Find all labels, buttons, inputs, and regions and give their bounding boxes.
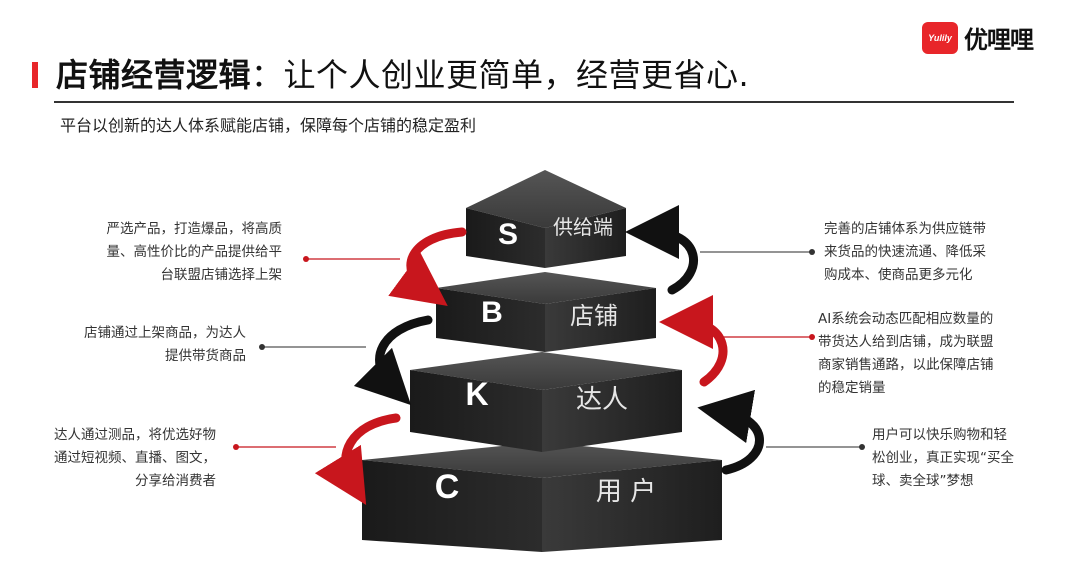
tier-b: B 店铺 xyxy=(436,272,656,352)
tier-b-label: 店铺 xyxy=(570,302,618,330)
title-divider xyxy=(54,101,1014,103)
page-subtitle: 平台以创新的达人体系赋能店铺，保障每个店铺的稳定盈利 xyxy=(60,116,477,135)
arrow-s-to-b-icon xyxy=(388,227,467,306)
tier-k-letter: K xyxy=(465,376,488,412)
note-kol-left: 达人通过测品，将优选好物 通过短视频、直播、图文， 分享给消费者 xyxy=(20,424,216,493)
note-line: 松创业，真正实现“买全 xyxy=(872,450,1014,466)
note-line: 完善的店铺体系为供应链带 xyxy=(824,221,986,237)
tier-s-left xyxy=(466,208,545,268)
tier-k: K 达人 xyxy=(410,352,682,452)
tier-k-right xyxy=(542,370,682,452)
note-line: 严选产品，打造爆品，将高质 xyxy=(106,221,283,237)
tier-k-left xyxy=(410,370,542,452)
tier-c-right xyxy=(542,460,722,552)
tier-b-right xyxy=(545,288,656,352)
logo-text: 优哩哩 xyxy=(964,26,1034,54)
tier-c-letter: C xyxy=(435,468,460,506)
note-line: 台联盟店铺选择上架 xyxy=(160,267,283,283)
note-line: 带货达人给到店铺，成为联盟 xyxy=(818,334,994,350)
tier-b-left xyxy=(436,288,545,352)
note-ai-right: AI系统会动态匹配相应数量的 带货达人给到店铺，成为联盟 商家销售通路，以此保障… xyxy=(818,308,1054,400)
tier-b-top xyxy=(436,272,656,304)
tier-c-left xyxy=(362,460,542,552)
connector-dot xyxy=(233,444,239,450)
title-rest: ：让个人创业更简单，经营更省心. xyxy=(251,56,750,94)
note-line: 通过短视频、直播、图文， xyxy=(54,450,216,466)
connector-dot xyxy=(809,249,815,255)
note-line: 来货品的快速流通、降低采 xyxy=(824,244,986,260)
flow-arrows xyxy=(314,205,764,506)
connector-dot xyxy=(303,256,309,262)
note-line: 球、卖全球”梦想 xyxy=(872,473,974,489)
tier-k-top xyxy=(410,352,682,390)
note-line: 提供带货商品 xyxy=(165,348,246,364)
note-line: 的稳定销量 xyxy=(818,380,886,396)
note-supply-right: 完善的店铺体系为供应链带 来货品的快速流通、降低采 购成本、使商品更多元化 xyxy=(824,218,1034,287)
note-user-right: 用户可以快乐购物和轻 松创业，真正实现“买全 球、卖全球”梦想 xyxy=(872,424,1062,493)
connector-dot xyxy=(859,444,865,450)
title-bold: 店铺经营逻辑 xyxy=(56,56,252,94)
page-title: 店铺经营逻辑：让个人创业更简单，经营更省心. xyxy=(56,50,749,96)
arrow-k-to-c-icon xyxy=(314,413,401,506)
tier-b-letter: B xyxy=(481,296,503,329)
note-line: AI系统会动态匹配相应数量的 xyxy=(818,311,994,327)
tier-s-right xyxy=(545,208,626,268)
connector-dot xyxy=(259,344,265,350)
tier-s-letter: S xyxy=(498,218,518,251)
title-accent-bar xyxy=(32,62,38,88)
tier-k-label: 达人 xyxy=(576,385,628,415)
brand-logo: Yulily 优哩哩 xyxy=(922,20,1034,55)
note-line: 量、高性价比的产品提供给平 xyxy=(106,244,283,260)
note-line: 店铺通过上架商品，为达人 xyxy=(84,325,246,341)
note-line: 分享给消费者 xyxy=(135,473,216,489)
connector-dot xyxy=(809,334,815,340)
arrow-k-to-b-icon xyxy=(659,295,728,387)
tier-c-label: 用 户 xyxy=(596,477,656,507)
arrow-b-to-s-icon xyxy=(625,205,698,295)
note-line: 购成本、使商品更多元化 xyxy=(824,267,973,283)
arrow-c-to-k-icon xyxy=(697,389,764,475)
tier-c: C 用 户 xyxy=(362,442,722,552)
note-line: 商家销售通路，以此保障店铺 xyxy=(818,357,994,373)
tier-s: S 供给端 xyxy=(466,170,626,268)
note-store-left: 店铺通过上架商品，为达人 提供带货商品 xyxy=(46,322,246,368)
tier-s-label: 供给端 xyxy=(553,215,613,239)
tier-s-top xyxy=(466,170,626,228)
arrow-b-to-k-icon xyxy=(353,315,433,406)
logo-badge-icon: Yulily xyxy=(922,21,958,54)
note-supply-left: 严选产品，打造爆品，将高质 量、高性价比的产品提供给平 台联盟店铺选择上架 xyxy=(64,218,283,287)
note-line: 达人通过测品，将优选好物 xyxy=(54,427,216,443)
note-line: 用户可以快乐购物和轻 xyxy=(872,427,1007,443)
